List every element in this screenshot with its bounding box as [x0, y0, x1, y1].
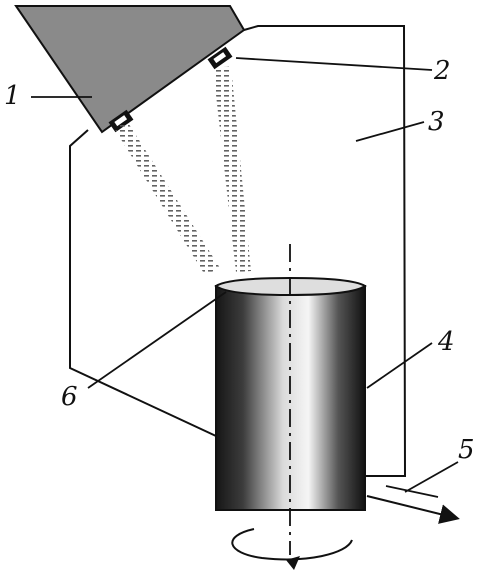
leader-2 [235, 57, 433, 71]
sensor-head-upper [207, 46, 233, 70]
housing-right-wall [243, 25, 407, 477]
rotation-arrow [231, 528, 353, 561]
sensor-plate-body [14, 5, 246, 134]
sensor-head-lower [108, 109, 134, 133]
label-1: 1 [4, 81, 21, 111]
label-3: 3 [428, 107, 445, 137]
leader-5 [404, 461, 459, 493]
rotation-arrow-head [286, 556, 300, 570]
label-5: 5 [458, 435, 475, 465]
leader-3 [355, 121, 425, 142]
housing-outline [69, 25, 407, 477]
outlet-arrow-parallel [385, 485, 439, 498]
beam-left [114, 121, 220, 275]
label-6: 6 [61, 382, 78, 412]
housing-left-wall [69, 129, 217, 437]
leader-lines [31, 57, 459, 493]
label-4: 4 [437, 327, 455, 357]
sensor-heads [108, 46, 233, 133]
outlet-arrow [366, 495, 460, 524]
leader-6 [87, 291, 227, 389]
sensor-plate [14, 5, 246, 134]
label-2: 2 [433, 56, 451, 86]
beams [114, 66, 251, 275]
beam-right [213, 66, 251, 272]
part-labels: 1 2 3 4 5 6 [4, 56, 475, 465]
leader-4 [366, 342, 433, 389]
